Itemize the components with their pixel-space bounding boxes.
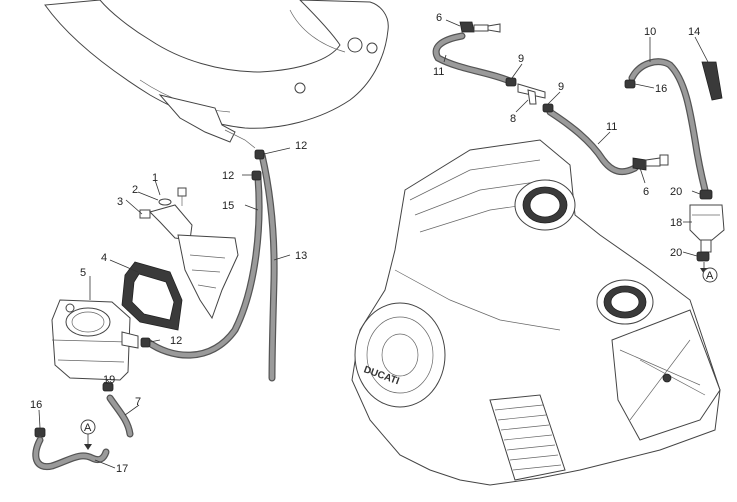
oil-cooler <box>489 394 566 481</box>
valve-18 <box>689 204 725 253</box>
callout-11-right: 11 <box>606 121 617 133</box>
clamp-19 <box>102 382 114 392</box>
clamp-9-left <box>505 77 517 87</box>
airbox-strap-lines <box>619 339 706 421</box>
callout-14: 14 <box>688 26 700 38</box>
callout-6-upper: 6 <box>436 12 442 24</box>
callout-4: 4 <box>101 252 107 264</box>
washer-2 <box>158 198 172 206</box>
callout-20-lower: 20 <box>670 247 682 259</box>
tank-mount-boss-2 <box>366 42 378 54</box>
clamp-20-lower <box>696 251 710 262</box>
callout-15: 15 <box>222 200 234 212</box>
clutch-cover <box>354 302 446 408</box>
hose-11-right <box>546 108 639 176</box>
callout-16-right: 16 <box>655 83 667 95</box>
callout-12-upper: 12 <box>295 140 307 152</box>
callout-labels: 1 2 3 4 5 7 19 16 17 12 15 13 12 12 6 11… <box>30 12 700 475</box>
hose-13 <box>258 151 278 382</box>
fitting-6-upper <box>459 21 501 33</box>
engine-block: DUCATI <box>351 139 721 486</box>
svg-text:A: A <box>84 422 92 434</box>
clamp-20-upper <box>699 189 713 200</box>
bolt-1 <box>177 187 187 206</box>
fitting-6-lower <box>632 154 669 171</box>
callout-18: 18 <box>670 217 682 229</box>
callout-13: 13 <box>295 250 307 262</box>
hose-15 <box>144 174 263 359</box>
callout-7: 7 <box>135 396 141 408</box>
hose-17 <box>32 436 110 471</box>
callout-10: 10 <box>644 26 656 38</box>
callout-17: 17 <box>116 463 128 475</box>
callout-16-left: 16 <box>30 399 42 411</box>
svg-text:A: A <box>706 270 714 282</box>
callout-20-upper: 20 <box>670 186 682 198</box>
hose-7 <box>106 394 134 438</box>
callout-12-lower: 12 <box>170 335 182 347</box>
throttle-body-lower <box>596 279 654 325</box>
callout-11-left: 11 <box>433 66 444 78</box>
callout-6-lower: 6 <box>643 186 649 198</box>
clamp-16-left <box>34 427 46 438</box>
canister-5 <box>51 299 139 381</box>
tank-bolt <box>294 82 306 94</box>
bracket-ribs <box>189 254 226 289</box>
fuel-tank <box>44 0 389 149</box>
hose-14 <box>701 61 723 101</box>
hose-10 <box>628 58 709 194</box>
tank-mount-boss <box>347 37 363 53</box>
leader-lines <box>38 19 709 469</box>
hose-11-left <box>432 32 516 86</box>
callout-3: 3 <box>117 196 123 208</box>
clamp-band-4 <box>121 261 183 331</box>
callout-19: 19 <box>103 374 115 386</box>
callout-9-left: 9 <box>518 53 524 65</box>
tank-spigot <box>224 129 256 149</box>
canister-bracket <box>177 234 239 320</box>
callout-5: 5 <box>80 267 86 279</box>
tank-shell <box>44 0 389 129</box>
clamp-12-lower <box>140 337 151 348</box>
tank-ridge-line <box>289 9 346 53</box>
callout-9-right: 9 <box>558 81 564 93</box>
callout-12-mid: 12 <box>222 170 234 182</box>
clamp-16-right <box>624 79 636 89</box>
clamp-9-right <box>542 103 554 113</box>
ref-circle-a-right: A <box>702 267 718 283</box>
callout-1: 1 <box>152 172 158 184</box>
screw-3 <box>139 209 151 219</box>
tank-bracket <box>158 94 236 143</box>
clamp-12-upper <box>254 149 265 160</box>
callout-8: 8 <box>510 113 516 125</box>
clamp-12-mid <box>251 170 262 181</box>
callout-2: 2 <box>132 184 138 196</box>
bracket-plate <box>149 204 193 241</box>
airbox-nut <box>662 373 672 383</box>
ref-circle-a-left: A <box>80 419 96 450</box>
throttle-body-upper <box>514 179 576 231</box>
tee-fitting-8 <box>517 83 546 105</box>
